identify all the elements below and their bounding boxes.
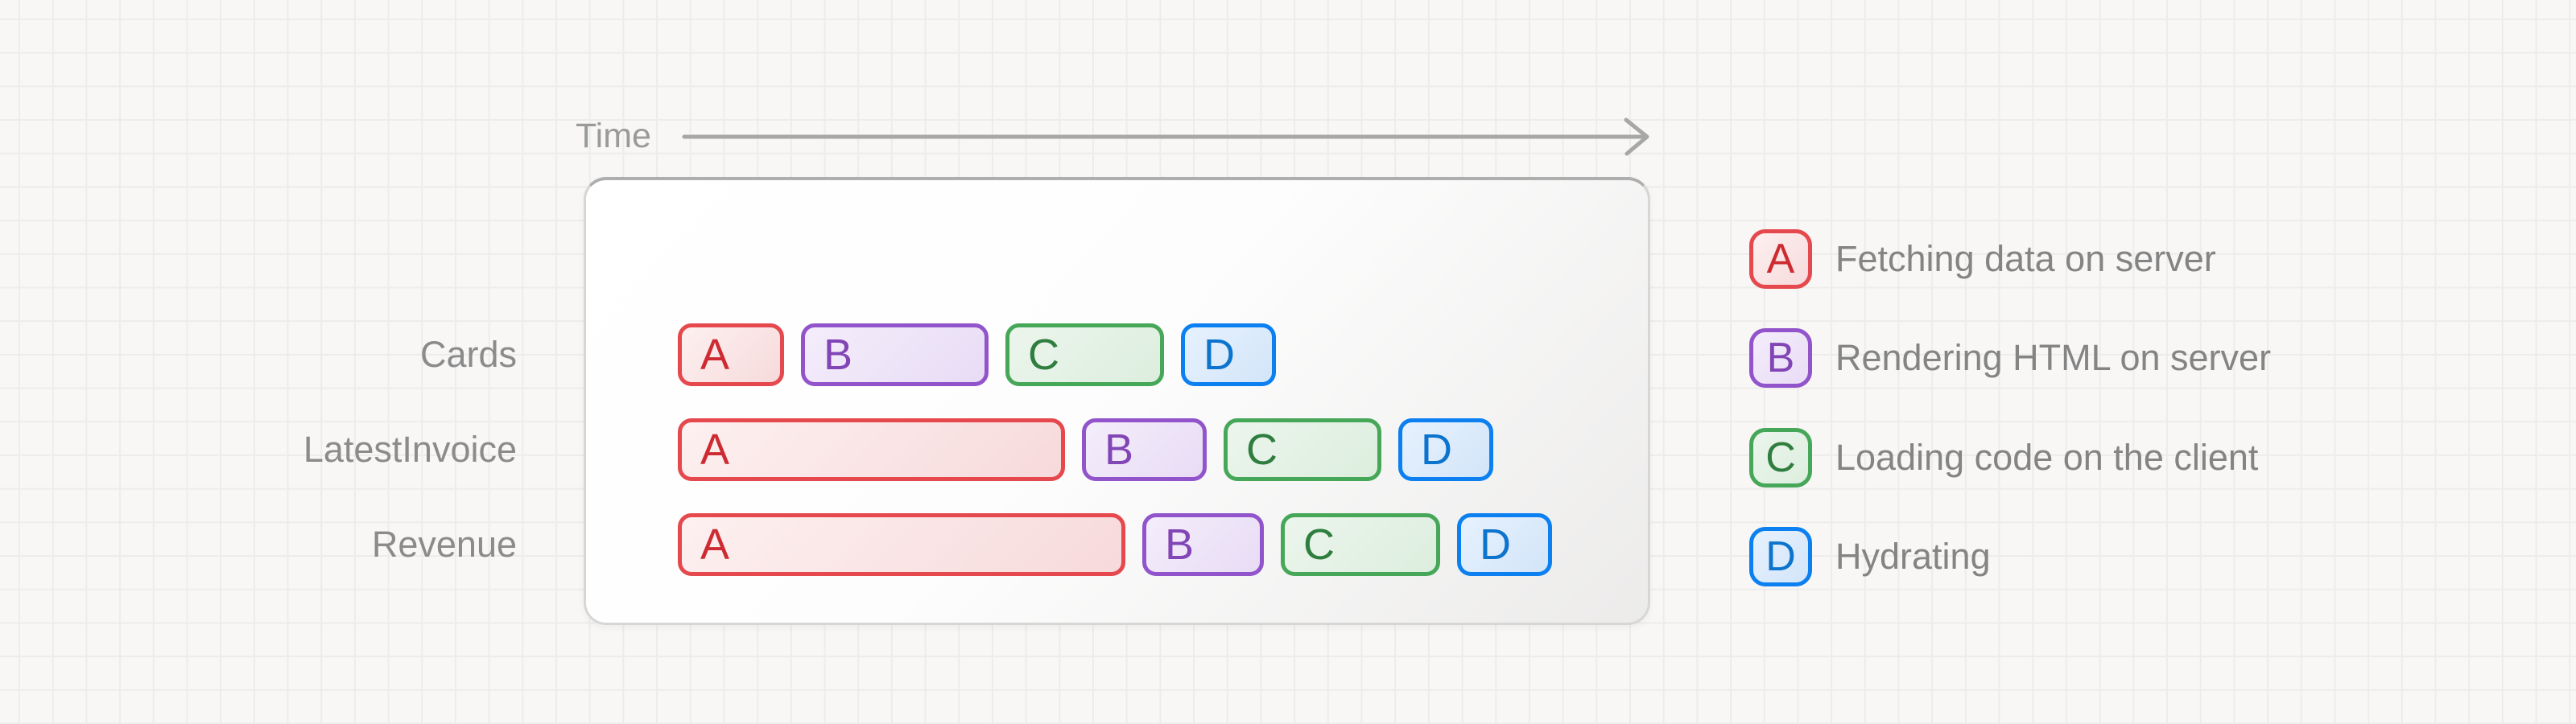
segment-chip-b: B xyxy=(1142,513,1264,576)
segment-chip-d: D xyxy=(1398,418,1493,481)
segment-chip-c: C xyxy=(1281,513,1440,576)
legend-label-c: Loading code on the client xyxy=(1835,437,2259,478)
legend-key-d: D xyxy=(1749,527,1812,586)
segment-chip-a: A xyxy=(678,418,1065,481)
time-arrow-icon xyxy=(682,117,1649,156)
segment-chip-a: A xyxy=(678,513,1125,576)
segment-chip-d: D xyxy=(1181,323,1276,386)
segment-chip-a: A xyxy=(678,323,784,386)
legend-key-c: C xyxy=(1749,428,1812,487)
legend-key-a: A xyxy=(1749,229,1812,289)
segment-chip-b: B xyxy=(801,323,989,386)
segment-chip-c: C xyxy=(1224,418,1381,481)
legend-label-d: Hydrating xyxy=(1835,536,1991,577)
row-label-revenue: Revenue xyxy=(371,524,517,565)
legend-key-b: B xyxy=(1749,328,1812,388)
segment-chip-b: B xyxy=(1082,418,1207,481)
row-label-latestinvoice: LatestInvoice xyxy=(303,429,517,470)
legend-label-a: Fetching data on server xyxy=(1835,238,2216,279)
time-axis-label: Time xyxy=(576,117,651,155)
segment-chip-d: D xyxy=(1457,513,1552,576)
legend-label-b: Rendering HTML on server xyxy=(1835,337,2272,378)
segment-chip-c: C xyxy=(1005,323,1164,386)
row-label-cards: Cards xyxy=(419,334,517,375)
